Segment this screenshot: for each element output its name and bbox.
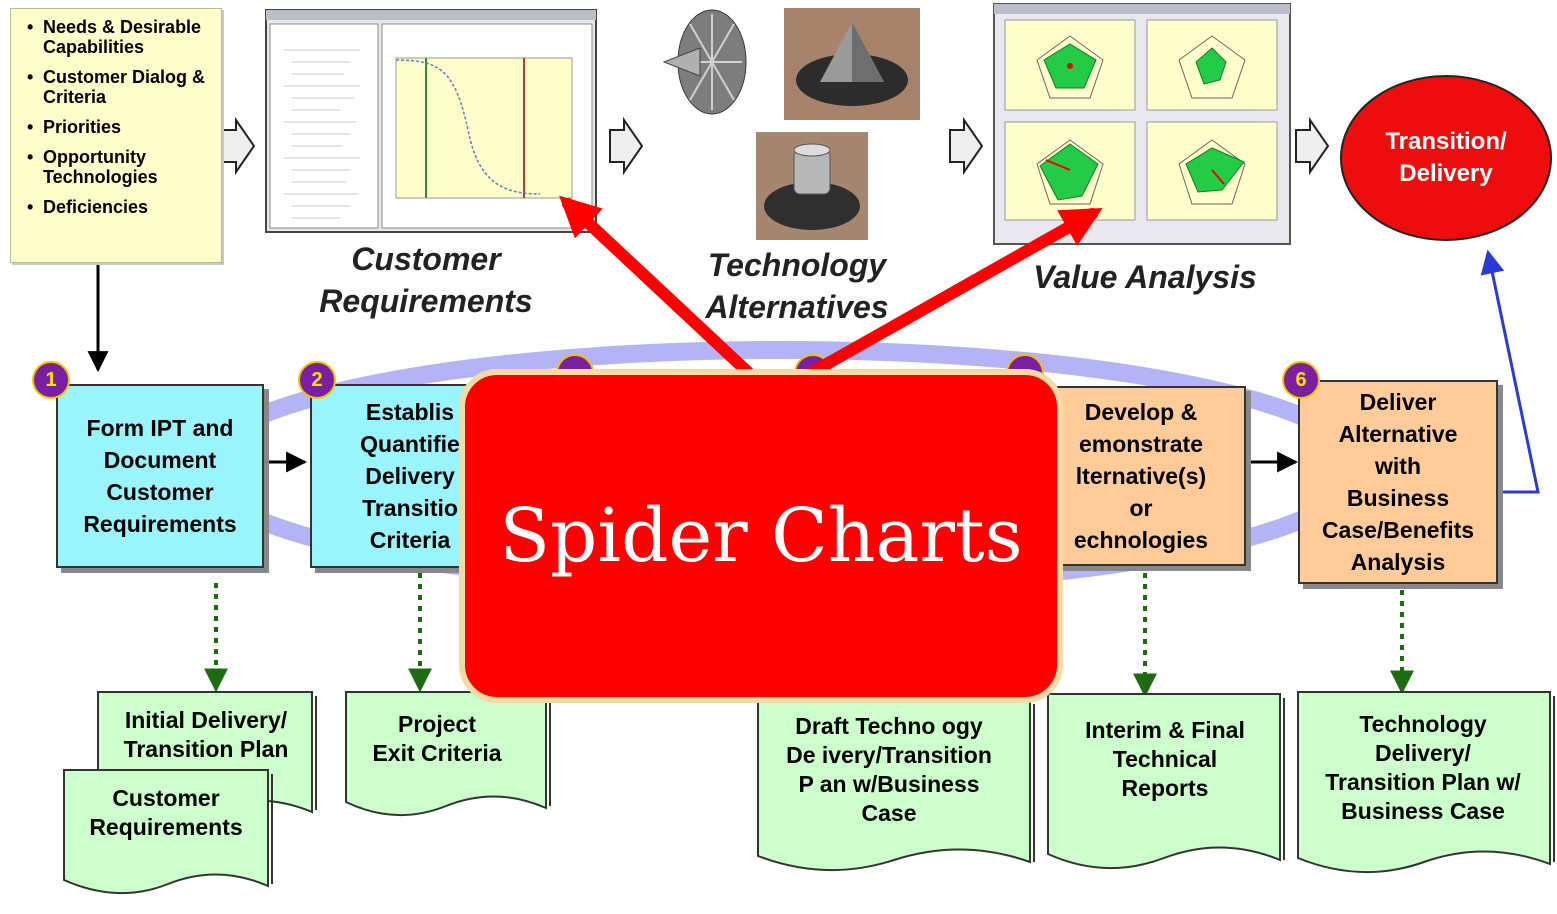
spider-charts-label: Spider Charts [499,493,1023,579]
caption-technology-alternatives: Technology Alternatives [705,247,889,325]
input-item: Priorities [27,117,215,137]
step-1-box: Form IPT and Document Customer Requireme… [56,384,264,568]
caption-value-analysis: Value Analysis [1033,259,1257,295]
document-technology-delivery-plan: Technology Delivery/ Transition Plan w/ … [1325,711,1521,824]
deliver-to-transition-arrow [1480,249,1540,494]
step-5-box: Develop & emonstrate lternative(s) or ec… [1036,386,1246,566]
document-technical-reports: Interim & Final Technical Reports [1085,717,1245,801]
transition-delivery-oval: Transition/ Delivery [1340,75,1552,241]
document-shape [345,691,547,817]
input-item: Deficiencies [27,197,215,217]
step-6-badge: 6 [1282,361,1320,399]
radar-polygon [1039,143,1099,201]
document-shape [1297,691,1551,873]
flow-block-arrow [609,116,644,176]
customer-requirements-screenshot [265,9,597,233]
flow-block-arrow [221,116,256,176]
document-draft-technology-plan: Draft Techno ogy De ivery/Transition P a… [786,713,992,826]
input-item: Customer Dialog & Criteria [27,67,215,107]
turbofan-engine-image [662,4,750,122]
step-6-box: Deliver Alternative with Business Case/B… [1298,380,1498,584]
inputs-box: Needs & Desirable Capabilities Customer … [10,8,222,263]
radar-polygon [1185,147,1245,193]
document-shape [757,699,1031,871]
caption-customer-requirements: Customer Requirements [319,241,533,319]
step-1-badge: 1 [32,361,70,399]
transition-label: Transition/ [1385,128,1507,155]
flow-block-arrow [949,116,984,176]
document-shape [1047,693,1281,869]
document-project-exit-criteria: Project Exit Criteria [372,711,502,766]
input-item: Needs & Desirable Capabilities [27,17,215,57]
input-item: Opportunity Technologies [27,147,215,187]
radar-polygon [1195,47,1227,85]
spider-charts-callout: Spider Charts [459,369,1063,703]
impeller-image-1 [784,8,920,120]
transition-label: Delivery [1399,160,1493,187]
document-shape [63,769,269,895]
value-analysis-screenshot [993,3,1291,245]
flow-block-arrow [1295,116,1330,176]
step-2-badge: 2 [298,361,336,399]
document-initial-delivery: Initial Delivery/ Transition Plan [123,707,289,762]
impeller-image-2 [756,132,868,240]
document-customer-requirements: Customer Requirements [89,785,243,840]
